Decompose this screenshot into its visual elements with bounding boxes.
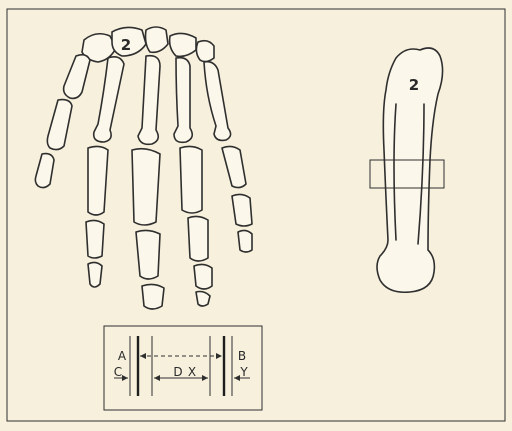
inset-label-a: A	[118, 349, 127, 363]
finger-3-phalanges	[132, 149, 164, 309]
inset-label-c: C	[114, 365, 122, 379]
metacarpal-number-label: 2	[409, 76, 419, 94]
finger-3-distal-phalanx	[142, 284, 164, 309]
arrowhead-c	[122, 375, 128, 381]
finger-5-phalanges	[222, 146, 252, 252]
carpal-bone	[196, 41, 214, 62]
carpal-bone	[170, 33, 196, 56]
arrowhead-d-left	[154, 375, 160, 381]
thumb-distal-phalanx	[35, 154, 54, 188]
metacarpal-4	[174, 58, 192, 143]
hand-skeleton: 2	[35, 27, 252, 309]
finger-2-proximal-phalanx	[88, 146, 108, 215]
metacarpal-bones	[64, 55, 231, 145]
finger-4-middle-phalanx	[188, 216, 208, 261]
finger-4-proximal-phalanx	[180, 146, 202, 213]
finger-2-distal-phalanx	[88, 262, 102, 287]
finger-5-distal-phalanx	[238, 230, 252, 252]
inset-label-d: D	[173, 365, 182, 379]
measurement-inset: A B C D X Y	[104, 326, 262, 410]
thumb-proximal-phalanx	[47, 100, 72, 150]
metacarpal-3	[138, 56, 160, 145]
isolated-metacarpal: 2	[370, 48, 444, 292]
inset-label-y: Y	[239, 365, 248, 379]
finger-2-phalanges	[86, 146, 108, 287]
inset-label-x: X	[188, 365, 196, 379]
metacarpal-5	[204, 62, 231, 141]
finger-4-tip	[196, 292, 210, 307]
thumb-phalanges	[35, 100, 72, 188]
finger-5-middle-phalanx	[232, 194, 252, 226]
finger-4-distal-phalanx	[194, 264, 212, 289]
arrowhead-b	[216, 353, 222, 359]
finger-4-phalanges	[180, 146, 212, 306]
arrowhead-a	[140, 353, 146, 359]
arrowhead-d-right	[202, 375, 208, 381]
finger-2-middle-phalanx	[86, 220, 104, 258]
finger-3-proximal-phalanx	[132, 149, 160, 225]
carpal-bone	[146, 27, 169, 52]
inset-frame	[104, 326, 262, 410]
finger-5-proximal-phalanx	[222, 146, 246, 187]
hand-bone-number-label: 2	[121, 36, 131, 54]
arrowhead-y	[234, 375, 240, 381]
finger-3-middle-phalanx	[136, 230, 160, 279]
inset-label-b: B	[238, 349, 246, 363]
metacarpal-thumb	[64, 55, 90, 99]
metacarpal-2	[94, 57, 124, 142]
